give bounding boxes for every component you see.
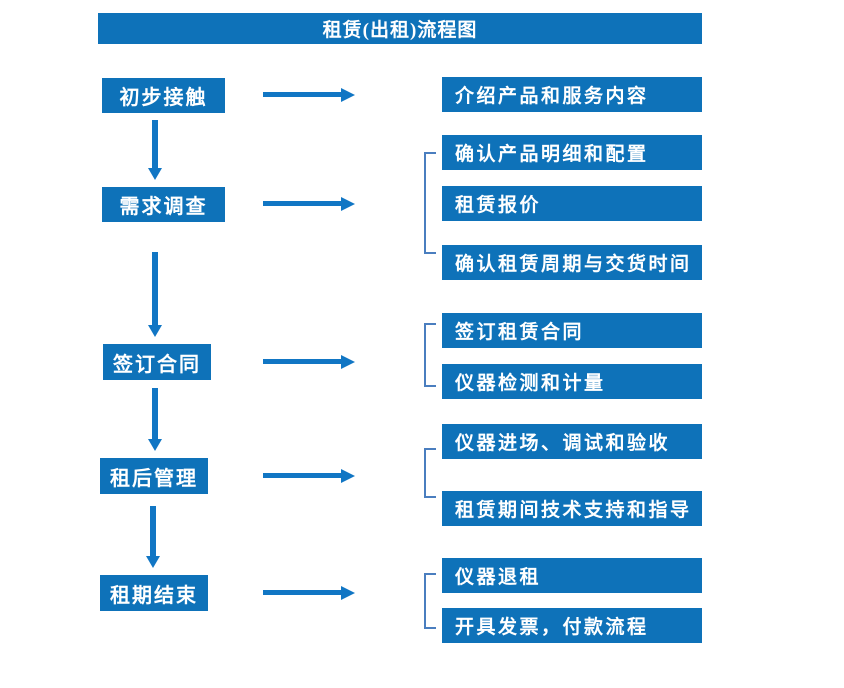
- detail-box-instrument-return: 仪器退租: [442, 558, 702, 593]
- detail-box-introduce-products: 介绍产品和服务内容: [442, 77, 702, 112]
- detail-box-instrument-arrival: 仪器进场、调试和验收: [442, 424, 702, 459]
- detail-box-technical-support: 租赁期间技术支持和指导: [442, 491, 702, 526]
- step-box-sign-contract: 签订合同: [103, 344, 211, 380]
- arrow-right-icon: [263, 88, 355, 102]
- detail-box-confirm-product-details: 确认产品明细和配置: [442, 135, 702, 170]
- arrow-right-icon: [263, 469, 355, 483]
- arrow-right-icon: [263, 586, 355, 600]
- page-title: 租赁(出租)流程图: [322, 20, 478, 41]
- group-bracket-rental-end: [424, 573, 436, 629]
- arrow-down-icon: [146, 506, 160, 568]
- arrow-down-icon: [148, 388, 162, 451]
- title-bar: 租赁(出租)流程图: [98, 13, 702, 44]
- step-box-rental-end: 租期结束: [100, 575, 208, 611]
- detail-box-invoice-payment: 开具发票，付款流程: [442, 608, 702, 643]
- arrow-right-icon: [263, 355, 355, 369]
- detail-box-instrument-testing: 仪器检测和计量: [442, 364, 702, 399]
- step-box-post-rental-management: 租后管理: [100, 458, 208, 494]
- arrow-right-icon: [263, 197, 355, 211]
- step-box-demand-survey: 需求调查: [102, 187, 225, 222]
- group-bracket-post-rental: [424, 448, 436, 498]
- arrow-down-icon: [148, 120, 162, 180]
- group-bracket-sign-contract: [424, 323, 436, 387]
- group-bracket-demand-survey: [424, 152, 436, 254]
- detail-box-rental-quote: 租赁报价: [442, 186, 702, 221]
- detail-box-sign-rental-contract: 签订租赁合同: [442, 313, 702, 348]
- step-box-initial-contact: 初步接触: [102, 78, 225, 113]
- detail-box-confirm-period-delivery: 确认租赁周期与交货时间: [442, 245, 702, 280]
- arrow-down-icon: [148, 252, 162, 337]
